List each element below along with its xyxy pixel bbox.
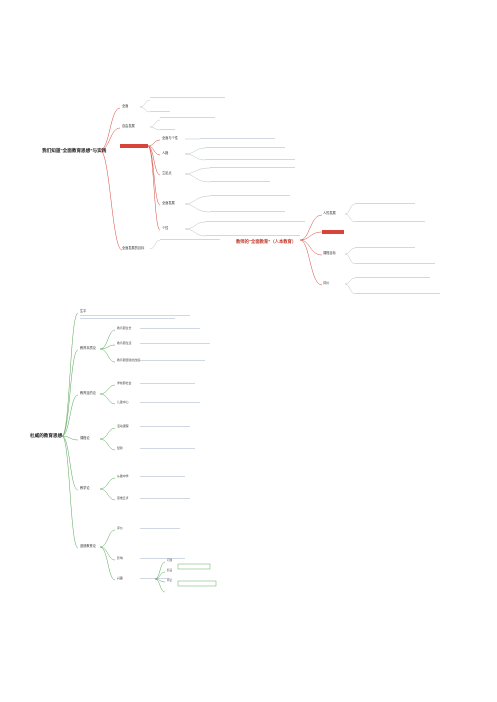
lower-node-activity: 活动课程 xyxy=(117,423,129,428)
lower-node-interest: 兴趣 xyxy=(117,575,123,580)
lower-node-child-center: 儿童中心 xyxy=(117,399,129,404)
upper-branch-2: 自由发展 xyxy=(122,123,136,128)
upper-branch-8: 全面发展的目标 xyxy=(122,245,145,250)
upper-mind-map: 我们知道“全面教育思想”与实践 全面 自由发展 全面与个性 人格 立足点 全面发… xyxy=(42,97,440,295)
lower-node-five-steps: 思维五步 xyxy=(117,495,129,500)
upper-sub-2: 课程目标 xyxy=(323,250,337,255)
lower-step-problem: 问题 xyxy=(167,558,173,562)
upper-sub-1: 人的发展 xyxy=(323,210,337,215)
upper-branch-4: 人格 xyxy=(162,150,169,155)
lower-box-2 xyxy=(177,580,217,587)
lower-root-label: 杜威的教育思想 xyxy=(30,432,63,439)
lower-step-verify: 验证 xyxy=(167,578,173,582)
lower-box-1 xyxy=(177,563,211,570)
lower-step-hypothesis: 假设 xyxy=(167,568,173,572)
lower-branch-6: 道德教育论 xyxy=(80,543,97,548)
upper-sub-3: 评价 xyxy=(323,280,330,285)
lower-node-school-society: 学校即社会 xyxy=(117,380,132,385)
lower-node-evaluation: 评价 xyxy=(117,525,123,530)
lower-mind-map: 杜威的教育思想 生平 教育本质论 教育目的论 课程论 教学论 道德教育论 教育即… xyxy=(30,308,217,593)
upper-branch-1: 全面 xyxy=(122,103,128,108)
lower-node-life: 教育即生活 xyxy=(117,340,132,345)
lower-node-influence: 影响 xyxy=(117,555,123,560)
lower-branch-2: 教育本质论 xyxy=(80,345,97,350)
lower-branch-1: 生平 xyxy=(80,308,87,313)
upper-center-bar xyxy=(120,144,148,148)
lower-branch-4: 课程论 xyxy=(80,435,90,440)
lower-node-reconstruction: 教育即经验的改造 xyxy=(117,357,140,362)
upper-subroot-bar xyxy=(322,230,344,234)
lower-node-learning-by-doing: 从做中学 xyxy=(117,473,129,478)
upper-root-label: 我们知道“全面教育思想”与实践 xyxy=(42,147,107,154)
upper-branch-5: 立足点 xyxy=(162,170,172,175)
upper-branch-7: 个性 xyxy=(162,225,169,230)
upper-subroot-label: 教师的“全面教育”（人本教育） xyxy=(235,238,296,245)
lower-branch-5: 教学论 xyxy=(80,485,90,490)
upper-branch-3: 全面与个性 xyxy=(162,135,179,140)
lower-node-experience: 经验 xyxy=(117,445,123,450)
lower-node-growth: 教育即生长 xyxy=(117,325,132,330)
upper-branch-6: 全面发展 xyxy=(162,200,176,205)
lower-branch-3: 教育目的论 xyxy=(80,390,97,395)
